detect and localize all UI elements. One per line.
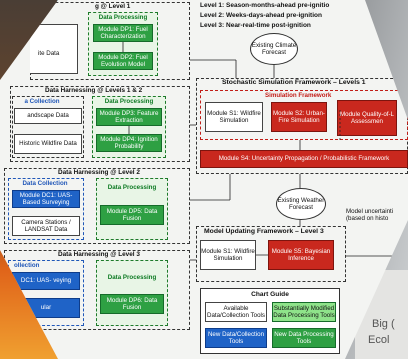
guide-new-processing: New Data Processing Tools [272,328,336,348]
level2-collection-title: Data Collection [22,180,68,187]
module-s1[interactable]: Module S1: Wildfire Simulation [205,102,263,132]
backdrop-text-eco: Ecol [368,334,390,346]
level3-collection-title: ollection [14,262,40,269]
model-updating-title: Model Updating Framework – Level 3 [204,228,324,235]
module-dp5[interactable]: Module DP5: Data Fusion [100,205,164,225]
level12-processing-title: Data Processing [104,98,154,105]
module-s2[interactable]: Module S2: Urban-Fire Simulation [271,102,327,132]
model-updating-framework [196,226,346,282]
level1-header: g @ Level 1 [95,3,131,10]
simulation-framework-title: Simulation Framework [265,92,332,99]
module-dp6[interactable]: Module DP6: Data Fusion [100,294,164,314]
level1-legend: Level 1: Season-months-ahead pre-ignitio [200,2,330,9]
level1-processing-title: Data Processing [98,14,148,21]
level2-header: Data Harnessing @ Level 2 [58,169,140,176]
module-s5[interactable]: Module S5: Bayesian Inference [268,240,334,270]
weather-forecast: Existing Weather Forecast [276,188,326,220]
landscape-data: andscape Data [14,108,82,124]
module-s1-level3[interactable]: Module S1: Wildfire Simulation [200,240,256,270]
module-s3[interactable]: Module Quality-of-L Assessmen [337,100,397,136]
level2-legend: Level 2: Weeks-days-ahead pre-ignition [200,12,322,19]
historic-wildfire-data: Historic Wildfire Data [14,134,82,154]
level1-side-label: ite Data [38,50,60,57]
backdrop-text-big: Big ( [372,318,395,330]
chart-guide-title: Chart Guide [251,291,289,298]
module-dp4[interactable]: Module DP4: Ignition Probability [96,134,162,152]
level1-collection [30,24,78,74]
level2-collection [8,178,84,240]
climate-forecast: Existing Climate Forecast [250,33,298,65]
level12-header: Data Harnessing @ Levels 1 & 2 [45,87,143,94]
level3-legend: Level 3: Near-real-time post-ignition [200,22,311,29]
guide-new-collection: New Data/Collection Tools [205,328,267,348]
model-uncertainty-note: Model uncertainti (based on histo [346,208,394,223]
module-dc1[interactable]: Module DC1: UAS-Based Surveying [12,190,80,208]
module-dp1[interactable]: Module DP1: Fuel Characterization [93,24,153,42]
guide-available: Available Data/Collection Tools [205,302,267,322]
level12-collection-title: a Collection [24,98,60,105]
level12-collection [12,96,84,158]
level3-processing-title: Data Processing [107,274,157,281]
guide-modified: Substantially Modified Data Processing T… [272,302,336,322]
level3-processing [96,260,168,326]
level2-processing-title: Data Processing [107,184,157,191]
level3-header: Data Harnessing @ Level 3 [58,251,140,258]
module-dp3[interactable]: Module DP3: Feature Extraction [96,108,162,126]
level12-block [10,86,190,162]
module-dp2[interactable]: Module DP2: Fuel Evolution Model [93,52,153,70]
stochastic-framework-title: Stochastic Simulation Framework – Levels… [222,79,366,86]
camera-stations: Camera Stations / LANDSAT Data [12,216,80,236]
level2-block [4,168,190,244]
